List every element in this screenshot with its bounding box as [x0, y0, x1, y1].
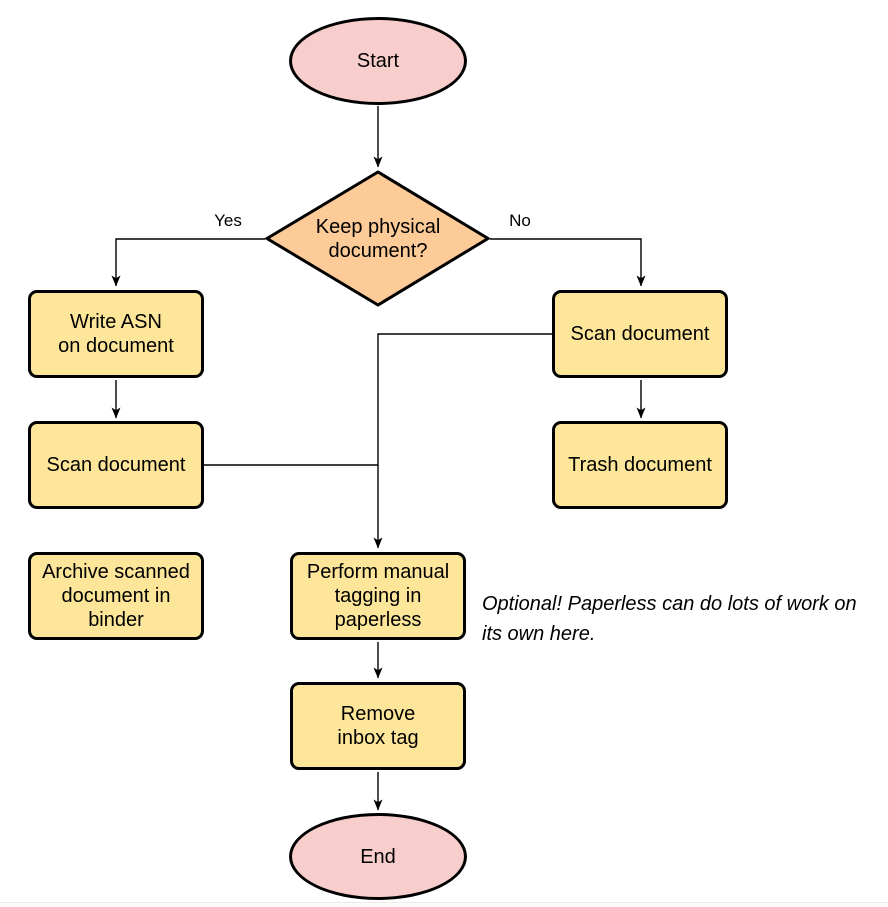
- scan-right-node: Scan document: [552, 290, 728, 378]
- scan-left-label: Scan document: [46, 454, 186, 476]
- decision-shape: [264, 170, 491, 307]
- bottom-strip: [0, 903, 888, 907]
- optional-note: Optional! Paperless can do lots of work …: [482, 593, 857, 645]
- archive-node: Archive scanned document in binder: [28, 552, 204, 640]
- edge-label-no: No: [509, 211, 531, 230]
- edge-decision-no-to-scan-right: [490, 238, 646, 287]
- remove-inbox-label: Remove inbox tag: [337, 703, 419, 749]
- remove-inbox-node: Remove inbox tag: [290, 682, 466, 770]
- tagging-node: Perform manual tagging in paperless: [290, 552, 466, 640]
- write-asn-label: Write ASN on document: [58, 311, 174, 357]
- archive-label: Archive scanned document in binder: [42, 561, 190, 631]
- tagging-label: Perform manual tagging in paperless: [306, 561, 450, 631]
- edge-decision-yes-to-write-asn: [111, 238, 265, 287]
- scan-left-node: Scan document: [28, 421, 204, 509]
- edge-label-yes: Yes: [214, 211, 242, 230]
- start-label: Start: [356, 50, 400, 72]
- start-node: Start: [289, 17, 467, 105]
- scan-right-label: Scan document: [570, 323, 710, 345]
- trash-label: Trash document: [568, 454, 712, 476]
- bottom-divider: [0, 902, 888, 903]
- end-label: End: [360, 845, 396, 868]
- decision-label: Keep physical document?: [315, 215, 441, 262]
- decision-node: Keep physical document?: [290, 196, 466, 281]
- trash-node: Trash document: [552, 421, 728, 509]
- end-node: End: [289, 813, 467, 900]
- edge-scan-right-to-tagging: [373, 333, 552, 549]
- write-asn-node: Write ASN on document: [28, 290, 204, 378]
